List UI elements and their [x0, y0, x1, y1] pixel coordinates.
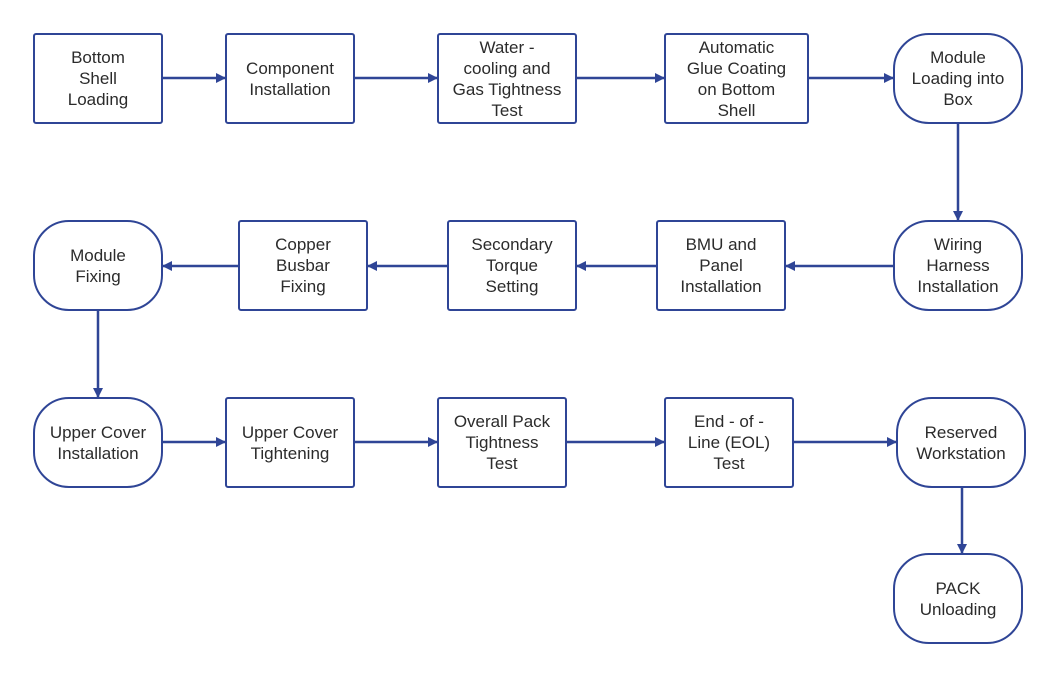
node-label: Water - cooling and Gas Tightness Test — [452, 37, 562, 120]
node-label: Automatic Glue Coating on Bottom Shell — [686, 37, 787, 120]
node-overall-pack-tightness-test: Overall Pack Tightness Test — [437, 397, 567, 488]
node-label: Upper Cover Tightening — [241, 422, 339, 463]
node-module-loading-into-box: Module Loading into Box — [893, 33, 1023, 124]
node-secondary-torque-setting: Secondary Torque Setting — [447, 220, 577, 311]
node-copper-busbar-fixing: Copper Busbar Fixing — [238, 220, 368, 311]
node-module-fixing: Module Fixing — [33, 220, 163, 311]
node-label: Module Fixing — [70, 245, 126, 286]
node-label: Overall Pack Tightness Test — [453, 412, 551, 473]
node-label: Module Loading into Box — [911, 48, 1005, 109]
node-wiring-harness-installation: Wiring Harness Installation — [893, 220, 1023, 311]
node-label: Component Installation — [246, 58, 334, 99]
node-upper-cover-tightening: Upper Cover Tightening — [225, 397, 355, 488]
node-label: End - of - Line (EOL) Test — [687, 412, 771, 473]
node-automatic-glue-coating: Automatic Glue Coating on Bottom Shell — [664, 33, 809, 124]
node-label: Copper Busbar Fixing — [275, 235, 331, 296]
node-label: Secondary Torque Setting — [471, 235, 553, 296]
node-component-installation: Component Installation — [225, 33, 355, 124]
node-water-cooling-gas-tightness-test: Water - cooling and Gas Tightness Test — [437, 33, 577, 124]
node-label: Reserved Workstation — [916, 422, 1006, 463]
node-label: BMU and Panel Installation — [680, 235, 762, 296]
node-label: PACK Unloading — [919, 578, 997, 619]
node-label: Bottom Shell Loading — [67, 48, 129, 109]
node-label: Wiring Harness Installation — [917, 235, 999, 296]
node-pack-unloading: PACK Unloading — [893, 553, 1023, 644]
node-upper-cover-installation: Upper Cover Installation — [33, 397, 163, 488]
node-bottom-shell-loading: Bottom Shell Loading — [33, 33, 163, 124]
node-bmu-panel-installation: BMU and Panel Installation — [656, 220, 786, 311]
node-end-of-line-test: End - of - Line (EOL) Test — [664, 397, 794, 488]
node-label: Upper Cover Installation — [49, 422, 147, 463]
node-reserved-workstation: Reserved Workstation — [896, 397, 1026, 488]
